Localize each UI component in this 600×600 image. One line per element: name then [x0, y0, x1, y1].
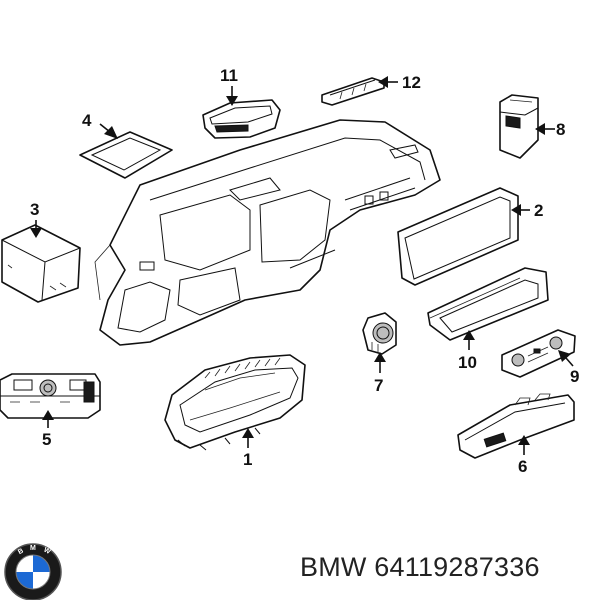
callout-1: 1: [243, 450, 252, 469]
brand-name: BMW: [300, 552, 367, 582]
part-3-housing: [1, 224, 81, 303]
callout-labels: 11 12 4 8 2 3 10 7 9 5 1 6: [30, 66, 579, 476]
callout-11: 11: [220, 66, 238, 85]
callout-2: 2: [534, 201, 543, 220]
part-10-center-bezel: [427, 267, 549, 341]
dashboard-panel: [94, 119, 441, 346]
part-number: 64119287336: [374, 552, 540, 582]
part-8-switch-block: [499, 94, 539, 159]
callout-10: 10: [458, 353, 477, 372]
callout-12: 12: [402, 73, 421, 92]
callout-5: 5: [42, 430, 51, 449]
part-number-caption: BMW 64119287336: [300, 552, 540, 583]
svg-text:M: M: [30, 545, 36, 552]
callout-8: 8: [556, 120, 565, 139]
callout-9: 9: [570, 367, 579, 386]
svg-text:B: B: [17, 548, 25, 557]
leader-lines: [30, 76, 574, 455]
svg-text:W: W: [42, 547, 51, 556]
part-9-climate-panel: [501, 329, 576, 378]
part-7-start-button: [362, 312, 397, 355]
callout-6: 6: [518, 457, 527, 476]
part-6-switch-unit: [457, 393, 575, 459]
part-5-light-switch: [0, 373, 101, 419]
part-2-central-display: [397, 187, 519, 286]
callout-7: 7: [374, 376, 383, 395]
part-1-instrument-cluster: [164, 354, 306, 451]
part-4-display-frame: [79, 131, 173, 179]
part-12-trim-strip: [321, 77, 385, 106]
bmw-roundel-icon: B M W: [4, 543, 62, 600]
callout-4: 4: [82, 111, 92, 130]
callout-3: 3: [30, 200, 39, 219]
part-11-storage-tray: [202, 99, 281, 139]
